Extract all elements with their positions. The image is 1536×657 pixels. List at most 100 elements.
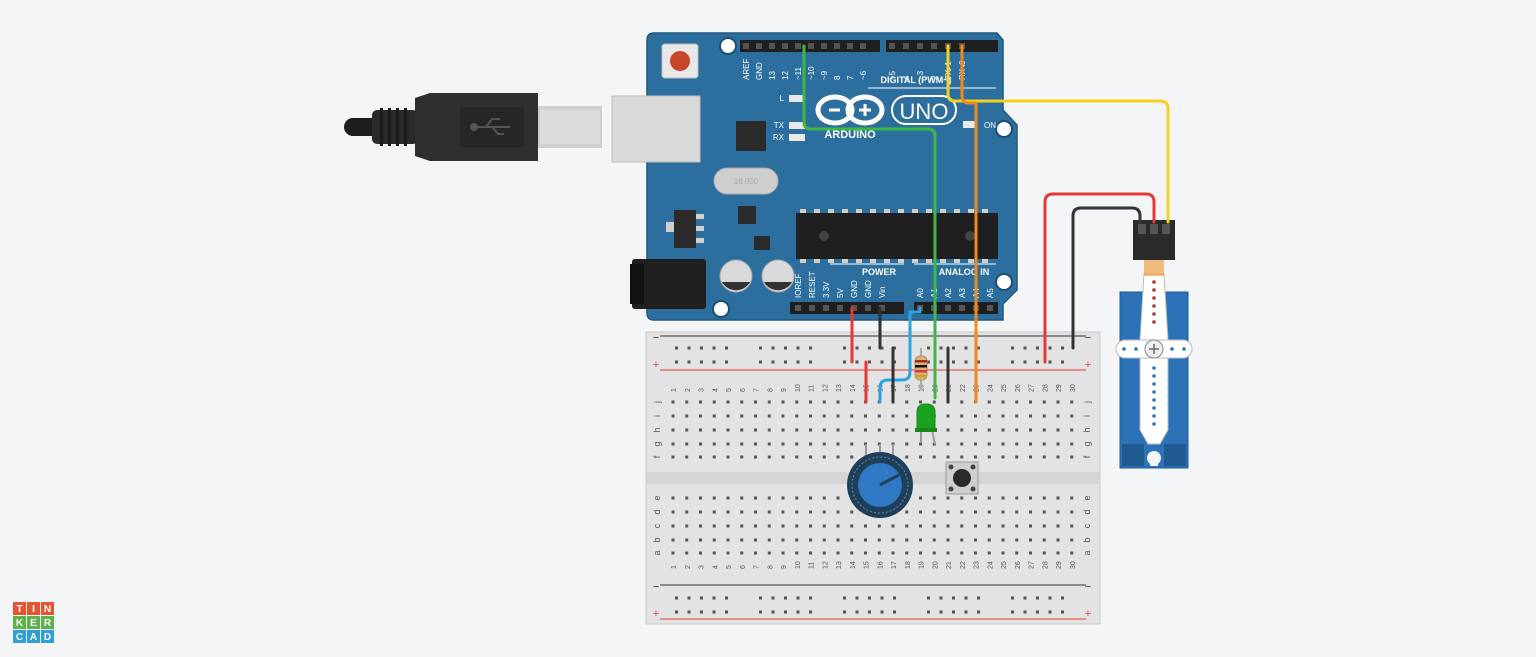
rail-hole[interactable] xyxy=(712,360,716,364)
breadboard-hole[interactable] xyxy=(1070,496,1074,500)
rail-hole[interactable] xyxy=(893,610,896,614)
rail-hole[interactable] xyxy=(712,610,716,614)
rail-hole[interactable] xyxy=(675,596,678,600)
breadboard-hole[interactable] xyxy=(685,551,689,555)
breadboard-hole[interactable] xyxy=(974,414,977,418)
breadboard-hole[interactable] xyxy=(699,414,702,418)
breadboard-hole[interactable] xyxy=(850,400,854,404)
rail-hole[interactable] xyxy=(977,360,980,364)
breadboard-hole[interactable] xyxy=(685,442,689,446)
breadboard-hole[interactable] xyxy=(1001,510,1005,514)
breadboard-hole[interactable] xyxy=(781,414,785,418)
rail-hole[interactable] xyxy=(964,346,968,350)
breadboard-hole[interactable] xyxy=(1001,414,1005,418)
breadboard-hole[interactable] xyxy=(740,510,744,514)
rail-hole[interactable] xyxy=(809,610,812,614)
breadboard-hole[interactable] xyxy=(699,510,702,514)
breadboard-hole[interactable] xyxy=(932,551,936,555)
breadboard-hole[interactable] xyxy=(781,538,785,542)
breadboard-hole[interactable] xyxy=(974,455,977,459)
breadboard-hole[interactable] xyxy=(809,538,812,542)
breadboard-hole[interactable] xyxy=(905,442,909,446)
breadboard-hole[interactable] xyxy=(919,538,922,542)
breadboard-hole[interactable] xyxy=(671,496,675,500)
rail-hole[interactable] xyxy=(927,360,930,364)
breadboard-hole[interactable] xyxy=(809,455,812,459)
rail-hole[interactable] xyxy=(1061,610,1064,614)
breadboard-hole[interactable] xyxy=(836,551,840,555)
rail-hole[interactable] xyxy=(977,346,980,350)
header-pin[interactable] xyxy=(917,43,923,49)
breadboard-hole[interactable] xyxy=(767,538,771,542)
breadboard-hole[interactable] xyxy=(740,428,744,432)
rail-hole[interactable] xyxy=(809,360,812,364)
breadboard-hole[interactable] xyxy=(864,414,867,418)
breadboard-hole[interactable] xyxy=(932,455,936,459)
breadboard-hole[interactable] xyxy=(919,551,922,555)
breadboard-hole[interactable] xyxy=(781,400,785,404)
breadboard-hole[interactable] xyxy=(767,442,771,446)
rail-hole[interactable] xyxy=(1011,346,1014,350)
breadboard-hole[interactable] xyxy=(905,551,909,555)
breadboard-hole[interactable] xyxy=(891,524,895,528)
breadboard-hole[interactable] xyxy=(809,524,812,528)
breadboard-hole[interactable] xyxy=(1042,400,1046,404)
breadboard-hole[interactable] xyxy=(905,428,909,432)
breadboard-hole[interactable] xyxy=(767,496,771,500)
breadboard-hole[interactable] xyxy=(754,455,757,459)
rail-hole[interactable] xyxy=(725,596,728,600)
rail-hole[interactable] xyxy=(1011,596,1014,600)
rail-hole[interactable] xyxy=(796,610,800,614)
breadboard-hole[interactable] xyxy=(1056,551,1060,555)
rail-hole[interactable] xyxy=(687,346,691,350)
breadboard-hole[interactable] xyxy=(1015,524,1019,528)
rail-hole[interactable] xyxy=(784,346,787,350)
breadboard-hole[interactable] xyxy=(919,510,922,514)
breadboard-hole[interactable] xyxy=(1070,442,1074,446)
breadboard-hole[interactable] xyxy=(850,455,854,459)
breadboard-hole[interactable] xyxy=(1070,551,1074,555)
breadboard-hole[interactable] xyxy=(699,455,702,459)
breadboard-hole[interactable] xyxy=(836,400,840,404)
breadboard-hole[interactable] xyxy=(1001,455,1005,459)
breadboard-hole[interactable] xyxy=(795,442,799,446)
breadboard-hole[interactable] xyxy=(1042,442,1046,446)
breadboard-hole[interactable] xyxy=(987,428,991,432)
breadboard-hole[interactable] xyxy=(712,496,716,500)
servo-ground-wire-black[interactable] xyxy=(1071,206,1142,350)
rail-hole[interactable] xyxy=(1048,360,1052,364)
rail-hole[interactable] xyxy=(1023,596,1027,600)
breadboard-hole[interactable] xyxy=(767,455,771,459)
breadboard-hole[interactable] xyxy=(877,538,881,542)
breadboard-hole[interactable] xyxy=(822,524,826,528)
breadboard-hole[interactable] xyxy=(795,400,799,404)
breadboard-hole[interactable] xyxy=(1056,510,1060,514)
breadboard-hole[interactable] xyxy=(974,510,977,514)
breadboard-hole[interactable] xyxy=(712,551,716,555)
breadboard-hole[interactable] xyxy=(712,524,716,528)
breadboard-hole[interactable] xyxy=(754,400,757,404)
rail-hole[interactable] xyxy=(796,596,800,600)
breadboard-hole[interactable] xyxy=(671,524,675,528)
breadboard-hole[interactable] xyxy=(1015,428,1019,432)
breadboard-hole[interactable] xyxy=(726,428,730,432)
breadboard-hole[interactable] xyxy=(795,510,799,514)
rail-hole[interactable] xyxy=(952,346,955,350)
breadboard-hole[interactable] xyxy=(919,400,922,404)
usb-cable[interactable] xyxy=(344,93,602,161)
header-pin[interactable] xyxy=(865,305,871,311)
breadboard-hole[interactable] xyxy=(781,524,785,528)
breadboard-hole[interactable] xyxy=(946,455,950,459)
breadboard-hole[interactable] xyxy=(877,524,881,528)
breadboard-hole[interactable] xyxy=(850,510,854,514)
breadboard-hole[interactable] xyxy=(754,414,757,418)
breadboard-hole[interactable] xyxy=(781,455,785,459)
breadboard-hole[interactable] xyxy=(850,442,854,446)
breadboard-hole[interactable] xyxy=(1042,414,1046,418)
breadboard-hole[interactable] xyxy=(960,538,964,542)
breadboard-hole[interactable] xyxy=(836,455,840,459)
header-pin[interactable] xyxy=(945,305,951,311)
header-pin[interactable] xyxy=(851,305,857,311)
breadboard-hole[interactable] xyxy=(809,442,812,446)
breadboard-hole[interactable] xyxy=(960,496,964,500)
